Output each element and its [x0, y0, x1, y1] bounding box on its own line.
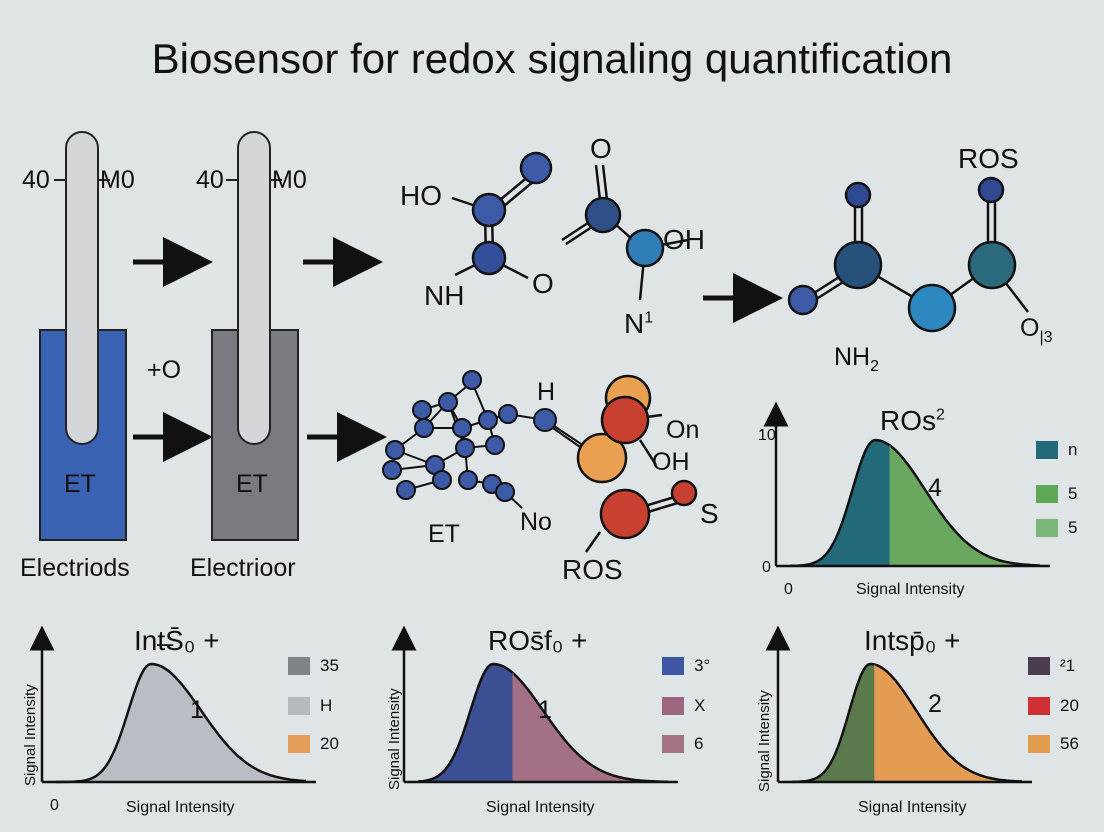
m2-oh-label: OH — [663, 224, 705, 255]
electrode-1 — [39, 131, 127, 541]
molecule-1 — [451, 151, 553, 280]
chart-1-legend-2: H — [288, 696, 332, 716]
electrode-2-caption: Electrioor — [190, 554, 296, 582]
area-segment-2 — [890, 445, 1040, 566]
chart-ros-f0 — [391, 625, 678, 784]
page-title: Biosensor for redox signaling quantifica… — [151, 35, 953, 82]
atom-network — [382, 370, 594, 509]
area-segment-1 — [418, 664, 513, 782]
chart-intsp0 — [765, 625, 1032, 784]
m3-nh2-label: NH2 — [834, 343, 880, 375]
chart-1-xlabel: Signal Intensity — [126, 799, 235, 816]
chart-1-peak-label: 1 — [190, 696, 204, 724]
chart-ros-squared — [763, 401, 1050, 568]
chart-int-s0 — [29, 625, 316, 784]
ros-pair-ros-label: ROS — [562, 554, 623, 585]
m1-o-label: O — [532, 268, 554, 299]
molecule-2 — [561, 164, 689, 301]
molecule-3 — [787, 176, 1029, 333]
chart-2-legend-2: X — [662, 696, 705, 716]
chart-3-xlabel: Signal Intensity — [858, 799, 967, 816]
electrode-1-tick-right: M0 — [100, 166, 135, 194]
area-segment-2 — [513, 673, 668, 782]
curve-line — [789, 438, 1041, 568]
chart-0-ytop-tick: 10 — [758, 427, 776, 444]
legend-swatch — [1036, 519, 1058, 537]
network-on-label: On — [666, 416, 700, 444]
curve-line — [56, 662, 307, 784]
chart-0-legend-3: 5 — [1036, 518, 1077, 538]
electrode-1-tick-left: 40 — [22, 166, 50, 194]
process-arrows — [133, 237, 783, 462]
electrode-2-tick-left: 40 — [196, 166, 224, 194]
chart-2-xlabel: Signal Intensity — [486, 799, 595, 816]
legend-swatch — [1028, 735, 1050, 753]
legend-swatch — [1028, 697, 1050, 715]
legend-swatch — [1036, 441, 1058, 459]
chart-0-xlabel: Signal Intensity — [856, 581, 965, 598]
chart-1-legend-1: 35 — [288, 656, 339, 676]
legend-swatch — [662, 735, 684, 753]
legend-swatch — [288, 657, 310, 675]
legend-swatch — [662, 697, 684, 715]
chart-0-title: ROs2 — [880, 405, 945, 436]
legend-swatch — [662, 657, 684, 675]
chart-0-x-origin: 0 — [784, 581, 793, 598]
chart-0-origin-tick: 0 — [762, 559, 771, 576]
chart-3-peak-label: 2 — [928, 690, 942, 718]
ros-pair — [584, 479, 698, 553]
chart-3-ylabel: Signal Intensity — [756, 690, 773, 792]
chart-2-legend-3: 6 — [662, 734, 703, 754]
m3-ros-label: ROS — [958, 143, 1019, 174]
m1-nh-label: NH — [424, 280, 465, 311]
curve-line — [792, 662, 1023, 784]
electrode-2-body-label: ET — [236, 470, 268, 498]
legend-swatch — [288, 697, 310, 715]
chart-1-ylabel: Signal Intensity — [22, 684, 39, 786]
electrode-2-tick-right: M0 — [272, 166, 307, 194]
electrode-1-caption: Electriods — [20, 554, 130, 582]
chart-3-legend-2: 20 — [1028, 696, 1079, 716]
m3-o3-label: O|3 — [1020, 314, 1053, 346]
electrode-2-rod — [237, 131, 271, 445]
legend-swatch — [288, 735, 310, 753]
chart-2-legend-1: 3° — [662, 656, 710, 676]
chart-1-origin-tick: 0 — [50, 797, 59, 814]
electrode-1-rod — [65, 131, 99, 445]
ros-pair-s-label: S — [700, 498, 719, 529]
plus-o-label: +O — [147, 356, 182, 384]
reactive-oxygen-cluster — [576, 374, 663, 484]
chart-0-legend-2: 5 — [1036, 484, 1077, 504]
legend-swatch — [1036, 485, 1058, 503]
area-segment-1 — [790, 440, 890, 566]
chart-1-title: Int̶S̄₀ + — [134, 625, 220, 656]
network-oh-label: OH — [652, 448, 690, 476]
chart-2-peak-label: 1 — [538, 696, 552, 724]
network-h-label: H — [537, 378, 556, 406]
chart-3-title: Intsp̄₀ + — [864, 625, 961, 656]
chart-2-title: ROs̄f₀ + — [488, 625, 588, 656]
m2-o-label: O — [590, 133, 612, 164]
chart-0-legend-1: n — [1036, 440, 1077, 460]
legend-swatch — [1028, 657, 1050, 675]
area-segment-2 — [874, 664, 1022, 782]
m2-n-label: N1 — [624, 308, 654, 339]
electrode-1-body-label: ET — [64, 470, 96, 498]
curve-line — [417, 662, 668, 783]
m1-ho-label: HO — [400, 180, 442, 211]
chart-2-ylabel: Signal Intensity — [386, 688, 403, 790]
network-no-label: No — [520, 508, 552, 536]
network-et-label: ET — [428, 520, 460, 548]
chart-3-legend-3: 56 — [1028, 734, 1079, 754]
area-segment-1 — [792, 664, 875, 782]
chart-1-legend-3: 20 — [288, 734, 339, 754]
chart-0-peak-label: 4 — [928, 474, 942, 502]
chart-3-legend-1: ²1 — [1028, 656, 1075, 676]
area-segment-1 — [56, 664, 306, 782]
